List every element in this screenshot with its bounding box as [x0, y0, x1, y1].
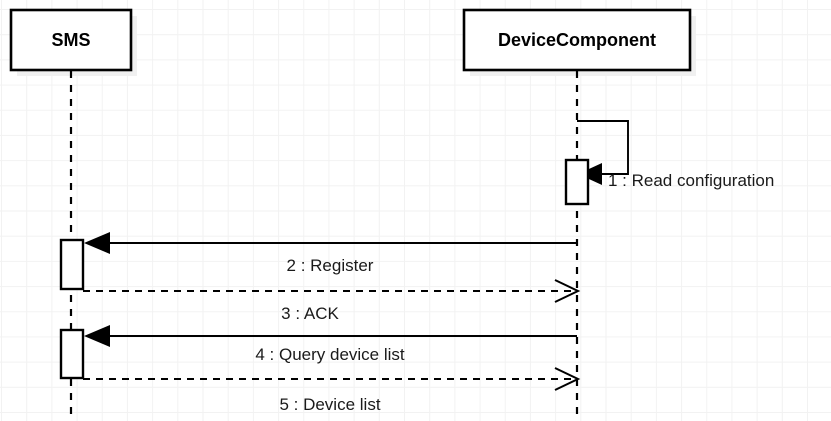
- sms-box[interactable]: [9, 8, 133, 72]
- message-4-query-device-list[interactable]: 4 : Query device list: [84, 325, 577, 364]
- message-5-device-list[interactable]: 5 : Device list: [83, 367, 581, 414]
- message-2-register[interactable]: 2 : Register: [84, 232, 577, 275]
- devicecomponent-box[interactable]: [462, 8, 692, 72]
- message-3-ack[interactable]: 3 : ACK: [83, 279, 581, 323]
- participant-devicecomponent[interactable]: DeviceComponent: [462, 8, 696, 421]
- message-5-label: 5 : Device list: [279, 395, 380, 414]
- participant-sms[interactable]: SMS: [9, 8, 137, 421]
- message-4-label: 4 : Query device list: [255, 345, 405, 364]
- message-3-label: 3 : ACK: [281, 304, 339, 323]
- activation-bar-sms-2: [59, 328, 85, 380]
- message-5-arrowhead: [554, 367, 581, 391]
- message-2-label: 2 : Register: [287, 256, 374, 275]
- message-3-arrowhead: [554, 279, 581, 303]
- message-4-arrowhead: [84, 325, 110, 347]
- message-1-path: [577, 120, 629, 175]
- activation-bar-devicecomponent: [564, 158, 590, 206]
- activation-bar-sms-1: [59, 238, 85, 291]
- message-2-arrowhead: [84, 232, 110, 254]
- message-1-read-configuration[interactable]: 1 : Read configuration: [577, 120, 774, 190]
- message-1-label: 1 : Read configuration: [608, 171, 774, 190]
- devicecomponent-label: DeviceComponent: [498, 30, 656, 50]
- sms-label: SMS: [51, 30, 90, 50]
- message-1-arrowhead: [578, 163, 602, 185]
